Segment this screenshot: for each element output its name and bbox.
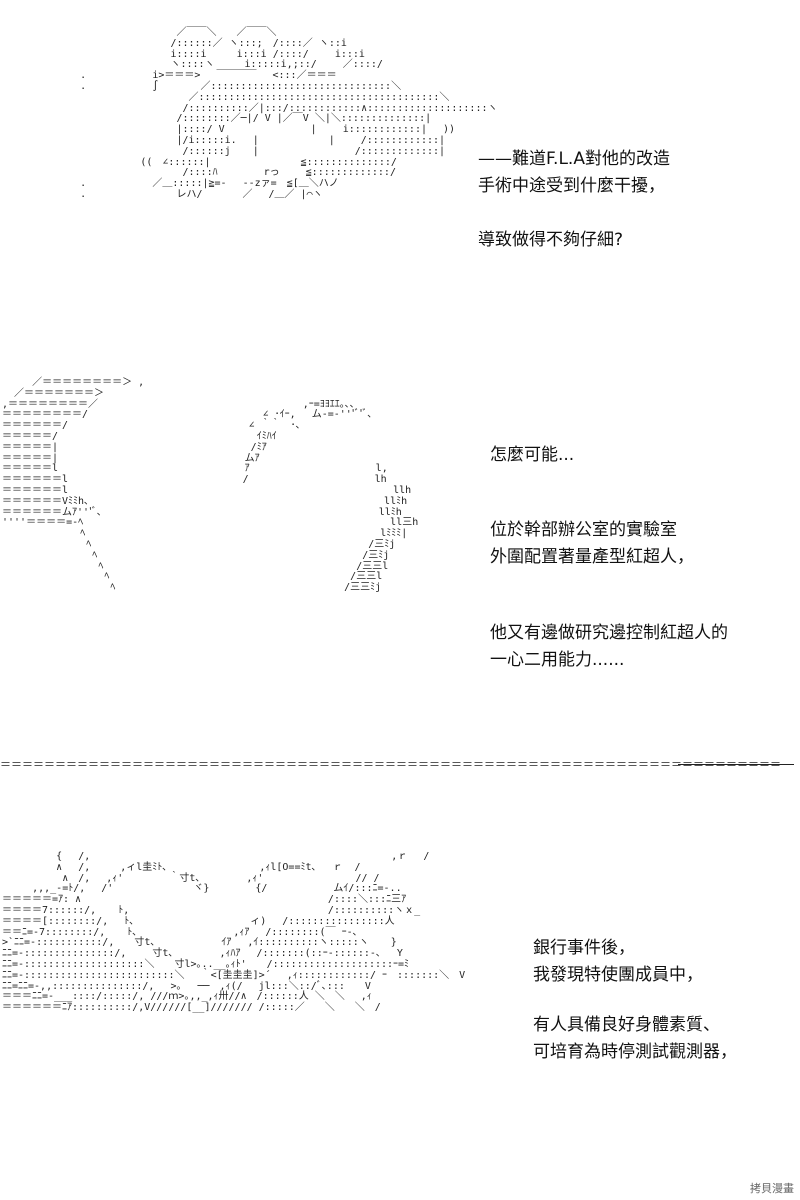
ascii-art-smile-closeup: { /, ,ｒ / ∧ /, ,ィl圭ﾐﾄ､ ,ｨl[O==ﾐt､ ｒ / ∧ … [2,851,466,1014]
narration-line: ——難道F.L.A對他的改造 [478,149,670,169]
panel-3-narration-1: 銀行事件後， 我發現特使團成員中， [533,935,703,989]
narration-line: 位於幹部辦公室的實驗室 [490,520,677,540]
panel-2-narration-1: 怎麼可能... [490,442,574,469]
ascii-art-character-face: ／￣￣＼ ／￣￣＼ /::::::／ ヽ:::; /::::／ ヽ::i i::… [80,27,498,200]
narration-line: 銀行事件後， [533,938,635,958]
narration-line: 一心二用能力...... [490,650,625,670]
ascii-art-hair-and-hands: ／＝＝＝＝＝＝＝＝＞ , ／＝＝＝＝＝＝＝＞ ,＝＝＝＝＝＝＝＝／ ,ｰ=ﾖﾖｴ… [2,377,419,594]
narration-line: 手術中途受到什麼干擾， [478,176,665,196]
narration-line: 我發現特使團成員中， [533,965,703,985]
narration-line: 怎麼可能... [490,445,575,465]
watermark: 拷貝漫畫 [750,1182,794,1195]
panel-2-narration-2: 位於幹部辦公室的實驗室 外圍配置著量產型紅超人， [490,517,694,571]
panel-1-narration: ——難道F.L.A對他的改造 手術中途受到什麼干擾， 導致做得不夠仔細? [478,146,670,254]
panel-3-narration-2: 有人具備良好身體素質、 可培育為時停測試觀測器， [533,1012,737,1066]
panel-2-narration-3: 他又有邊做研究邊控制紅超人的 一心二用能力...... [490,620,728,674]
narration-line [478,200,670,227]
panel-divider: ＝＝＝＝＝＝＝＝＝＝＝＝＝＝＝＝＝＝＝＝＝＝＝＝＝＝＝＝＝＝＝＝＝＝＝＝＝＝＝＝… [0,758,800,772]
narration-line: 他又有邊做研究邊控制紅超人的 [490,623,728,643]
narration-line: 可培育為時停測試觀測器， [533,1042,737,1062]
narration-line: 有人具備良好身體素質、 [533,1015,720,1035]
narration-line: 外圍配置著量產型紅超人， [490,547,694,567]
narration-line: 導致做得不夠仔細? [478,230,624,250]
